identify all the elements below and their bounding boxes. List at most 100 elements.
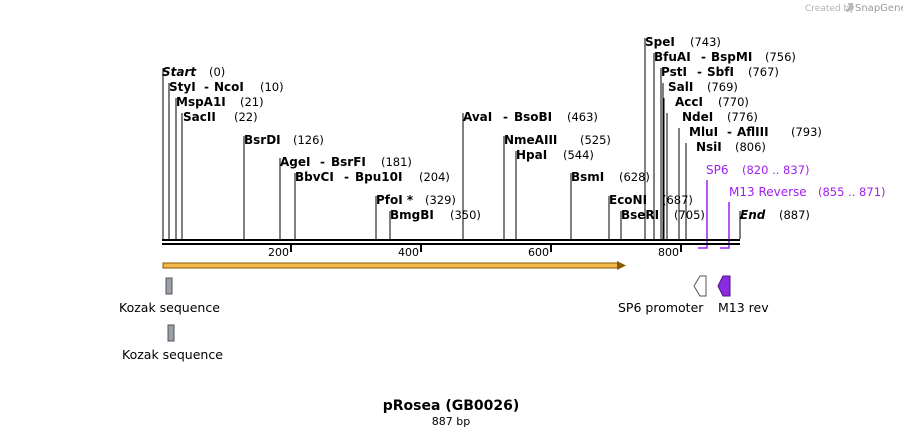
primer-name: SP6 — [706, 163, 729, 177]
ruler-tick-label: 600 — [528, 246, 549, 259]
site-dash: - — [697, 65, 702, 79]
site-name: AccI — [675, 95, 703, 109]
site-dash: - — [701, 50, 706, 64]
kozak-box — [165, 277, 173, 295]
feature-label: Kozak sequence — [119, 300, 220, 315]
site-position: (126) — [293, 133, 324, 147]
site-name-2: BsoBI — [514, 110, 552, 124]
site-name: EcoNI — [609, 193, 647, 207]
site-name: Start — [162, 65, 197, 79]
ruler-tick: 200 — [268, 245, 292, 259]
site-position: (756) — [765, 50, 796, 64]
site-name: BfuAI — [654, 50, 691, 64]
site-label[interactable]: NmeAIII(525) — [504, 133, 611, 147]
site-position: (887) — [779, 208, 810, 222]
site-label[interactable]: BmgBI(350) — [390, 208, 481, 222]
site-name-2: BspMI — [711, 50, 752, 64]
site-name: BseRI — [621, 208, 659, 222]
site-name: BmgBI — [390, 208, 434, 222]
site-position: (525) — [580, 133, 611, 147]
site-label[interactable]: End (887) — [740, 208, 810, 222]
site-label[interactable]: AccI (770) — [675, 95, 749, 109]
primer-m13-reverse[interactable]: M13 Reverse (855 .. 871) — [720, 185, 886, 249]
site-position: (705) — [674, 208, 705, 222]
site-position: (21) — [240, 95, 264, 109]
credit-brand: SnapGene — [855, 3, 903, 14]
site-dash: - — [204, 80, 209, 94]
site-label[interactable]: SacII(22) — [183, 110, 258, 124]
feature-label: Kozak sequence — [122, 347, 223, 362]
feature-label: SP6 promoter — [618, 300, 704, 315]
site-name: SpeI — [645, 35, 675, 49]
site-label[interactable]: HpaI(544) — [516, 148, 594, 162]
primer-name: M13 Reverse — [729, 185, 807, 199]
site-dash: - — [344, 170, 349, 184]
site-label[interactable]: Start(0) — [162, 65, 225, 79]
site-label[interactable]: MluI-AflIII(793) — [689, 125, 822, 139]
site-position: (687) — [662, 193, 693, 207]
ruler-tick-label: 200 — [268, 246, 289, 259]
snapgene-logo-icon — [846, 3, 853, 12]
site-labels: Start(0) StyI-NcoI(10) MspA1I(21) SacII(… — [162, 35, 822, 222]
site-name: AvaI — [463, 110, 492, 124]
backbone-top-strand — [162, 239, 740, 241]
feature-m13-rev[interactable]: M13 rev — [717, 275, 769, 315]
site-label[interactable]: EcoNI (687) — [609, 193, 693, 207]
kozak-box — [167, 324, 175, 342]
site-label[interactable]: PfoI *(329) — [376, 193, 456, 207]
site-label[interactable]: BfuAI-BspMI (756) — [654, 50, 796, 64]
site-label[interactable]: PstI-SbfI(767) — [661, 65, 779, 79]
map-subtitle: 887 bp — [432, 415, 470, 428]
site-label[interactable]: StyI-NcoI(10) — [169, 80, 284, 94]
site-position: (776) — [727, 110, 758, 124]
site-name-2: BsrFI — [331, 155, 366, 169]
site-position: (463) — [567, 110, 598, 124]
feature-sp6-promoter[interactable]: SP6 promoter — [618, 275, 707, 315]
feature-kozak-2[interactable]: Kozak sequence — [122, 324, 223, 362]
site-label[interactable]: SalI(769) — [668, 80, 738, 94]
site-label[interactable]: BsrDI(126) — [244, 133, 324, 147]
site-name: MluI — [689, 125, 718, 139]
site-name-2: NcoI — [214, 80, 244, 94]
credit-prefix: Created by — [805, 4, 855, 14]
site-label[interactable]: AgeI-BsrFI(181) — [280, 155, 412, 169]
site-position: (743) — [690, 35, 721, 49]
ruler-tick: 400 — [398, 245, 422, 259]
site-label[interactable]: BseRI (705) — [621, 208, 705, 222]
site-name: PstI — [661, 65, 687, 79]
site-position: (793) — [791, 125, 822, 139]
site-marker-lines — [162, 38, 741, 239]
sequence-backbone — [162, 239, 740, 245]
site-position: (181) — [381, 155, 412, 169]
site-label[interactable]: NsiI(806) — [696, 140, 766, 154]
site-position: (770) — [718, 95, 749, 109]
site-label[interactable]: BbvCI-Bpu10I(204) — [295, 170, 450, 184]
site-label[interactable]: SpeI (743) — [645, 35, 721, 49]
site-name: BsmI — [571, 170, 604, 184]
site-position: (204) — [419, 170, 450, 184]
site-label[interactable]: BsmI(628) — [571, 170, 650, 184]
ruler: 200 400 600 800 — [268, 245, 682, 259]
site-dash: - — [503, 110, 508, 124]
site-name: End — [740, 208, 766, 222]
primer-sp6-arrow — [698, 180, 708, 249]
site-name: SacII — [183, 110, 216, 124]
site-position: (10) — [260, 80, 284, 94]
backbone-bottom-strand — [162, 243, 740, 245]
site-name: HpaI — [516, 148, 547, 162]
feature-kozak-1[interactable]: Kozak sequence — [119, 277, 220, 315]
primer-m13-arrow — [720, 202, 730, 249]
ruler-tick-label: 800 — [658, 246, 679, 259]
site-dash: - — [727, 125, 732, 139]
primer-range: (820 .. 837) — [742, 163, 810, 177]
m13-rev-arrow-icon — [717, 275, 731, 297]
site-dash: - — [320, 155, 325, 169]
insert-arrow[interactable] — [162, 261, 626, 270]
site-label[interactable]: AvaI-BsoBI (463) — [463, 110, 598, 124]
primer-sp6[interactable]: SP6 (820 .. 837) — [698, 163, 810, 249]
site-label[interactable]: MspA1I(21) — [176, 95, 264, 109]
site-name-2: SbfI — [707, 65, 734, 79]
site-label[interactable]: NdeI(776) — [682, 110, 758, 124]
map-title: pRosea (GB0026) — [383, 398, 520, 414]
